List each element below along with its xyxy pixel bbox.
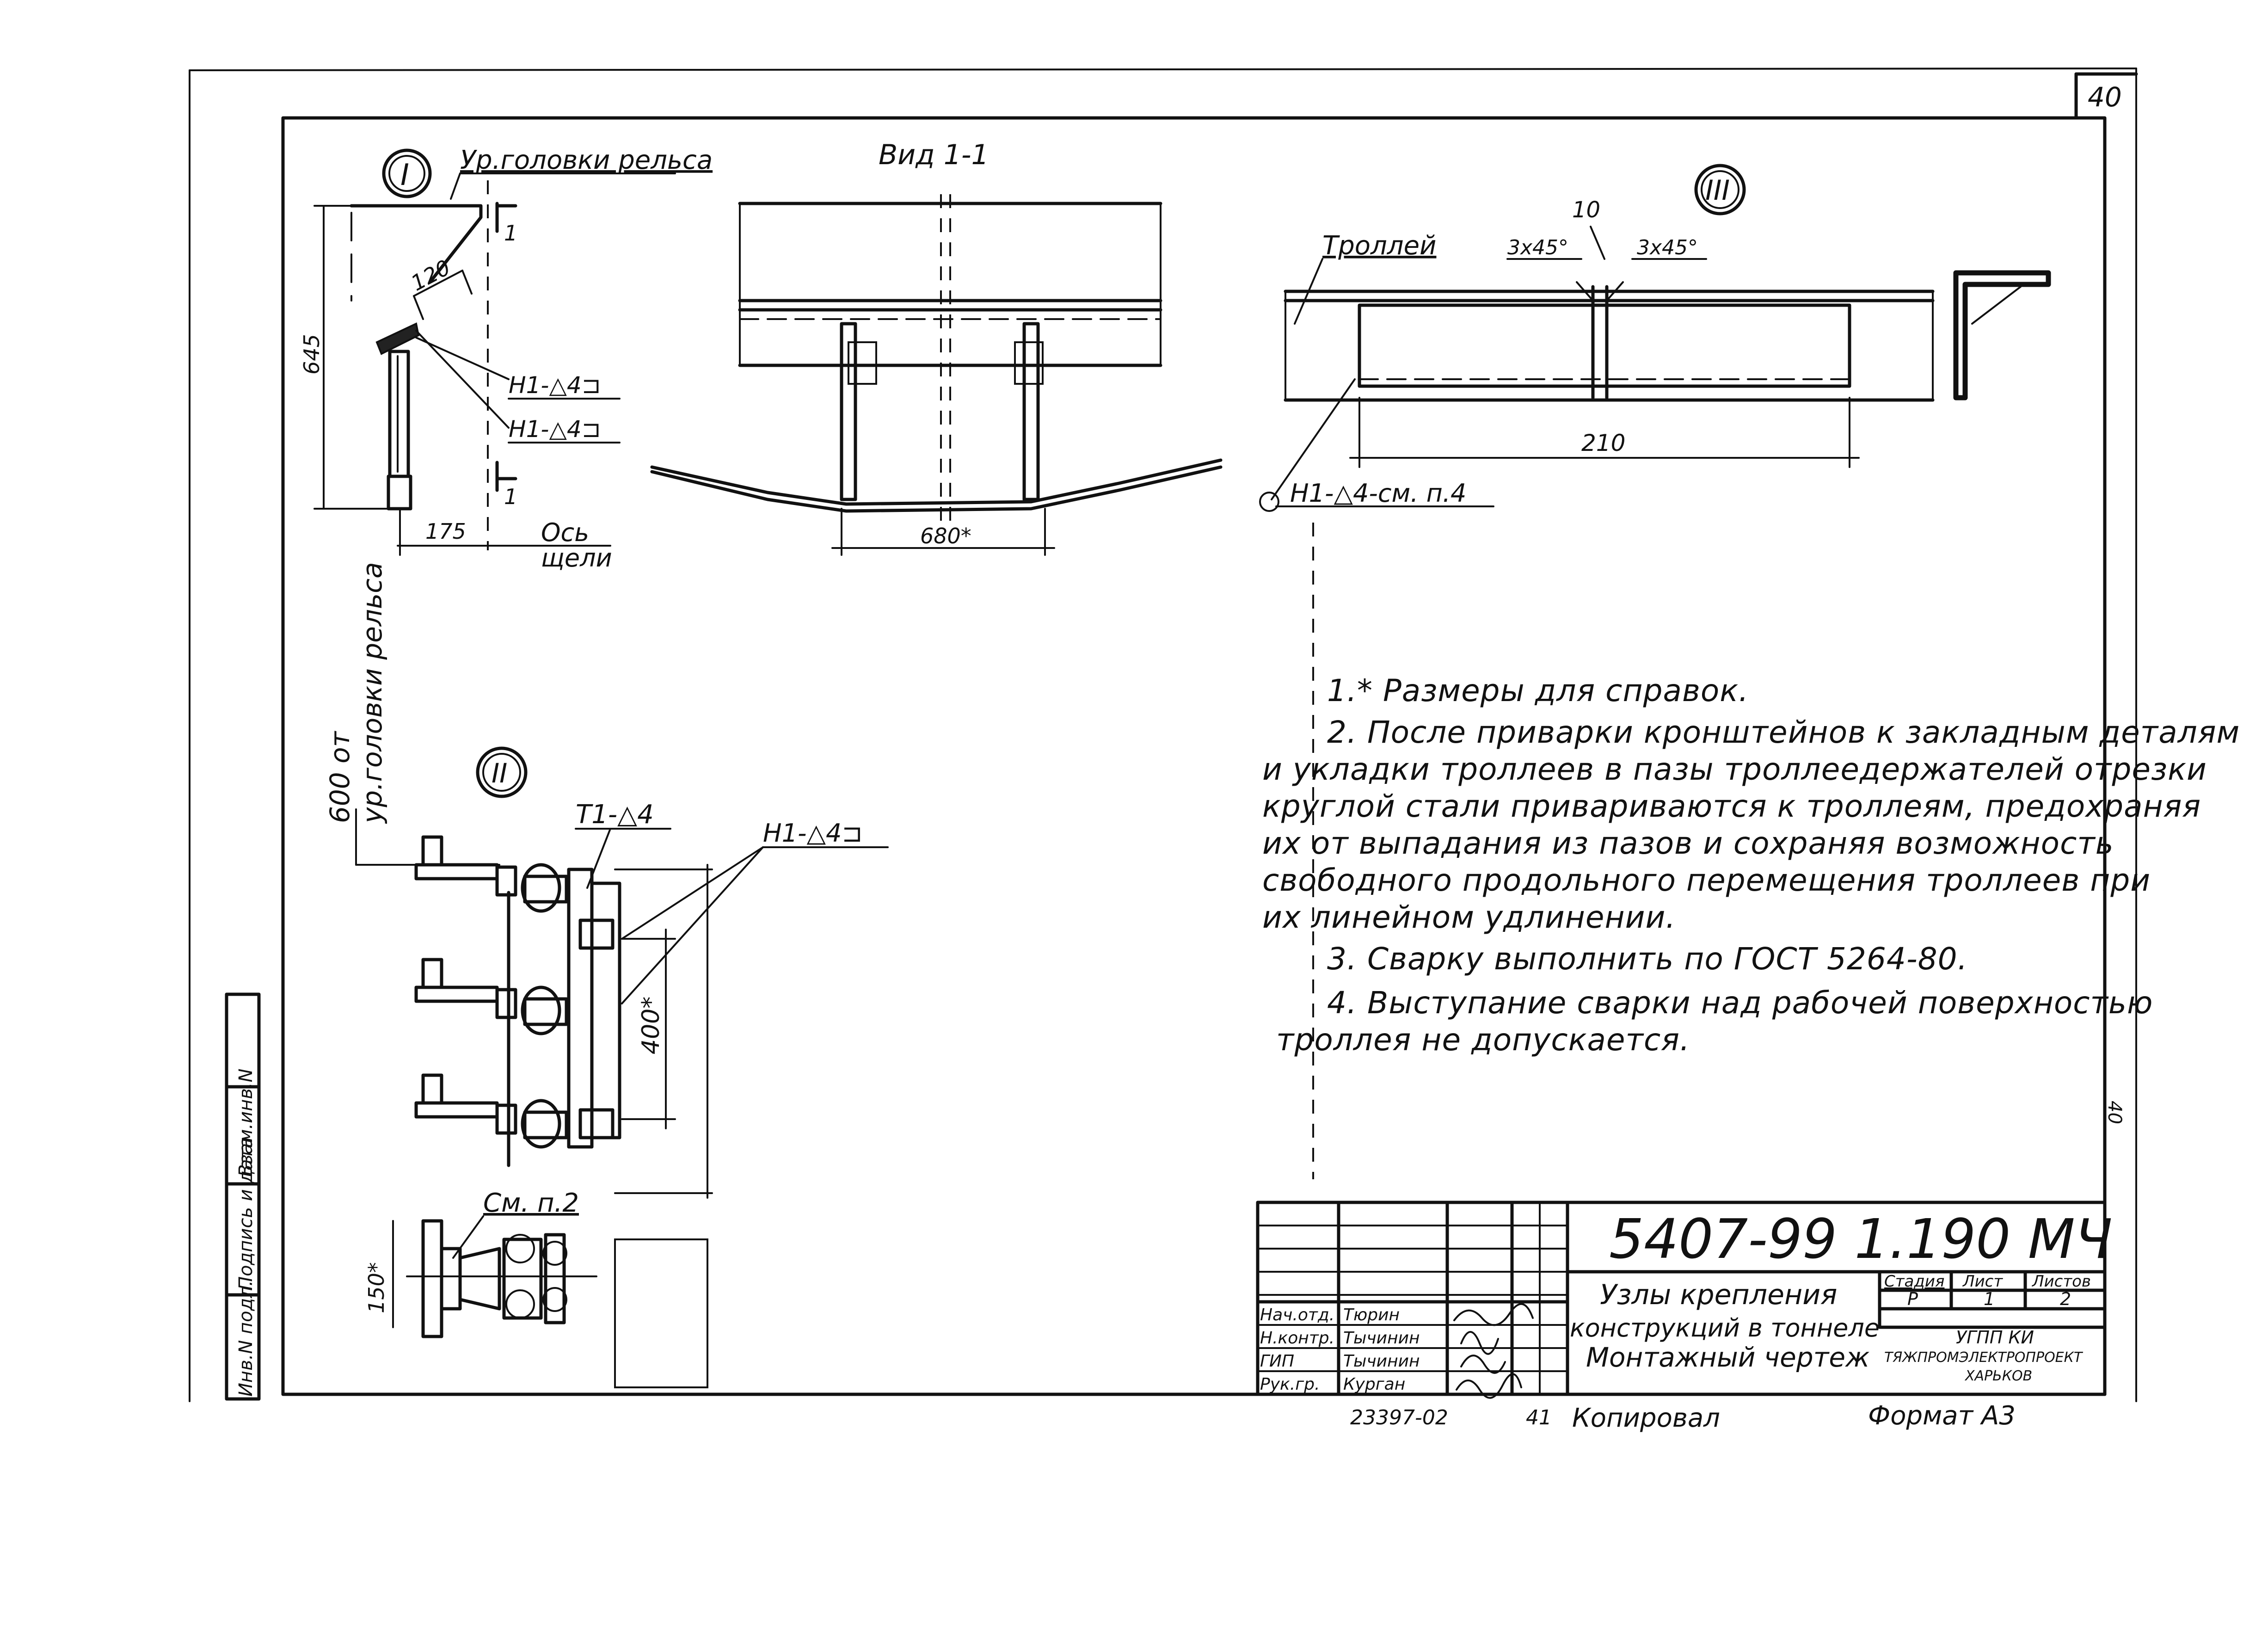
signature-3 [1456, 1373, 1522, 1399]
drawing-title-line-3: Монтажный чертеж [1586, 1342, 1869, 1373]
org-line-3: ХАРЬКОВ [1964, 1368, 2032, 1384]
vertical-label-1: 600 от [324, 730, 356, 823]
note-line: 4. Выступание сварки над рабочей поверхн… [1327, 985, 2153, 1021]
section-mark-bottom: 1 [504, 484, 517, 509]
footer-copy-note: 41 [1526, 1406, 1552, 1429]
see-note: См. п.2 [483, 1188, 579, 1218]
detail-two-marker: II [492, 758, 507, 789]
sheets-header: Листов [2031, 1272, 2091, 1291]
note-line: их от выпадания из пазов и сохраняя возм… [1262, 825, 2114, 861]
weld-upper: Н1-△4⊐ [509, 372, 601, 399]
inner-frame [281, 72, 2138, 1396]
detail-three-weld-note: Н1-△4-см. п.4 [1290, 479, 1466, 508]
side-strip: Взам.инв.N Подпись и дата Инв.N подл. [225, 992, 261, 1401]
chamfer-right: 3х45° [1637, 236, 1698, 259]
detail-three-marker-circle [1694, 164, 1746, 216]
note-line: и укладки троллеев в пазы троллеедержате… [1262, 751, 2207, 787]
note-line: троллея не допускается. [1276, 1022, 1690, 1058]
outer-frame [189, 68, 2137, 1402]
role-1: Н.контр. [1260, 1329, 1334, 1348]
weld-lower: Н1-△4⊐ [509, 416, 601, 443]
role-2: ГИП [1260, 1352, 1294, 1371]
detail-two-brackets [414, 835, 621, 1167]
footer-copied-by: Копировал [1572, 1403, 1720, 1433]
view-one-dim-width: 680* [920, 524, 971, 548]
view-one: Вид 1-1 680* [650, 139, 1223, 556]
footer-doc-number: 23397-02 [1350, 1406, 1448, 1429]
name-3: Курган [1343, 1375, 1405, 1394]
note-line: свободного продольного перемещения тролл… [1262, 862, 2151, 898]
name-1: Тычинин [1343, 1329, 1420, 1348]
note-line: 2. После приварки кронштейнов к закладны… [1327, 714, 2240, 750]
signature-2 [1460, 1355, 1506, 1374]
sheet-value: 1 [1984, 1289, 1995, 1309]
weld-t1: Т1-△4 [576, 800, 654, 830]
name-0: Тюрин [1343, 1306, 1400, 1324]
footer: 23397-02 41 Копировал Формат А3 [1350, 1401, 2016, 1433]
org-line-1: УГПП КИ [1956, 1327, 2034, 1348]
trolley-label: Троллей [1322, 231, 1436, 261]
weld-h1: Н1-△4⊐ [763, 819, 863, 848]
stage-value: Р [1907, 1289, 1918, 1309]
signature-0 [1453, 1303, 1534, 1326]
dim-height: 645 [299, 334, 324, 375]
section-mark-top: 1 [504, 221, 517, 246]
side-label-sign-date: Подпись и дата [235, 1137, 257, 1290]
drawing-code: 5407-99 1.190 МЧ [1609, 1207, 2113, 1271]
detail-one: I Ур.головки рельса 1 1 120 645 Н1-△4 [299, 145, 713, 573]
name-2: Тычинин [1343, 1352, 1420, 1371]
dim-side: 150* [364, 1262, 389, 1313]
sheet-number: 40 [2088, 81, 2122, 113]
note-line: 1.* Размеры для справок. [1327, 673, 1749, 708]
dim-bottom: 175 [425, 519, 466, 544]
dim-spacing: 400* [637, 997, 665, 1054]
detail-one-marker-circle [382, 148, 432, 198]
margin-number: 40 [2104, 1101, 2125, 1124]
detail-three: III Троллей 10 3х45° 3х45° 210 Н1-△4-см.… [1259, 164, 2051, 1179]
rail-head-label: Ур.головки рельса [460, 145, 713, 175]
drawing-title-line-1: Узлы крепления [1600, 1279, 1837, 1311]
detail-three-marker: III [1705, 174, 1730, 207]
role-0: Нач.отд. [1260, 1306, 1334, 1324]
axis-label-2: щели [541, 543, 612, 573]
note-line: 3. Сварку выполнить по ГОСТ 5264-80. [1327, 941, 1968, 977]
view-one-title: Вид 1-1 [879, 139, 989, 171]
note-line: их линейном удлинении. [1262, 899, 1676, 935]
drawing-title-line-2: конструкций в тоннеле [1570, 1313, 1880, 1343]
detail-two: 600 от ур.головки рельса II Т1-△4 Н1-△4⊐ [324, 562, 889, 1388]
detail-one-marker: I [400, 158, 409, 192]
axis-label-1: Ось [541, 518, 589, 547]
title-block: 5407-99 1.190 МЧ Узлы крепления конструк… [1256, 1201, 2113, 1399]
detail-two-marker-circle [476, 746, 528, 798]
sheet-header: Лист [1962, 1272, 2003, 1291]
note-line: круглой стали привариваются к троллеям, … [1262, 788, 2201, 824]
footer-format: Формат А3 [1868, 1401, 2016, 1431]
side-label-inv-orig: Инв.N подл. [235, 1280, 257, 1397]
side-label-replace: Взам.инв.N [235, 1069, 257, 1177]
role-3: Рук.гр. [1260, 1375, 1320, 1394]
chamfer-left: 3х45° [1507, 236, 1568, 259]
signature-1 [1460, 1331, 1499, 1355]
org-line-2: ТЯЖПРОМЭЛЕКТРОПРОЕКТ [1884, 1349, 2084, 1366]
vertical-label-2: ур.головки рельса [356, 562, 388, 824]
sheets-value: 2 [2060, 1289, 2071, 1309]
dim-gap: 10 [1572, 197, 1600, 223]
dim-length: 210 [1581, 430, 1625, 456]
stage-header: Стадия [1884, 1272, 1944, 1291]
